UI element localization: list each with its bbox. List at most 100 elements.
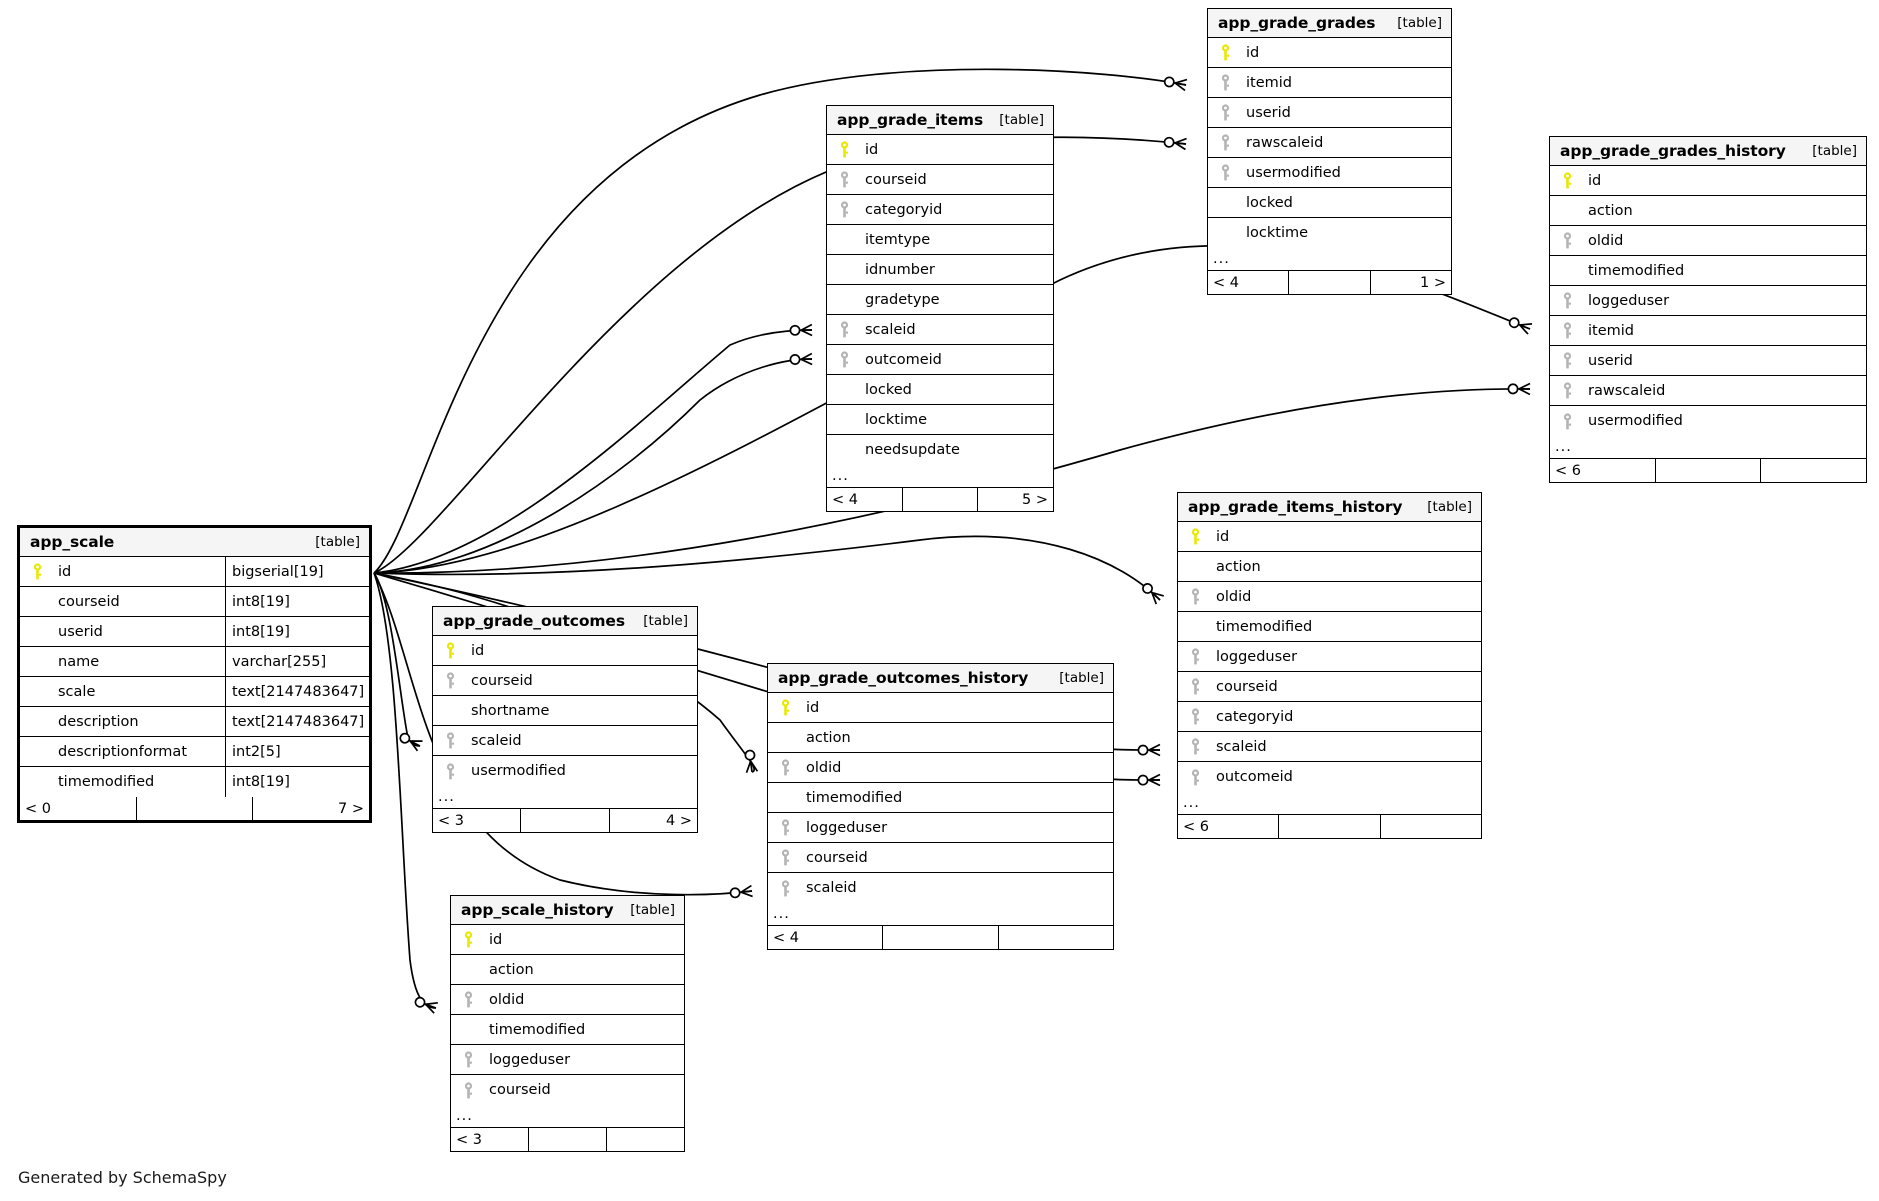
child-relation-count[interactable]: 5 > <box>1022 491 1049 508</box>
table-header-app_grade_outcomes[interactable]: app_grade_outcomes[table] <box>433 607 697 636</box>
table-row[interactable]: usermodified <box>1550 406 1866 436</box>
table-row[interactable]: id <box>768 693 1113 723</box>
table-row[interactable]: id <box>1178 522 1481 552</box>
table-row[interactable]: shortname <box>433 696 697 726</box>
table-row[interactable]: scaleid <box>433 726 697 756</box>
table-row[interactable]: oldid <box>768 753 1113 783</box>
column-key-slot <box>26 563 48 580</box>
table-row[interactable]: loggeduser <box>1178 642 1481 672</box>
parent-relation-count[interactable]: < 6 <box>1178 815 1280 838</box>
table-row[interactable]: oldid <box>451 985 684 1015</box>
table-row[interactable]: action <box>451 955 684 985</box>
table-row[interactable]: id <box>451 925 684 955</box>
parent-relation-count[interactable]: < 4 <box>1208 271 1290 294</box>
table-row[interactable]: courseid <box>827 165 1053 195</box>
table-row[interactable]: categoryid <box>827 195 1053 225</box>
column-name: usermodified <box>471 763 566 779</box>
child-relation-count[interactable]: 4 > <box>666 812 692 829</box>
parent-relation-count[interactable]: < 6 <box>1550 459 1656 482</box>
child-relation-count[interactable]: 7 > <box>338 800 365 817</box>
table-row[interactable]: id <box>1550 166 1866 196</box>
table-row[interactable]: locked <box>827 375 1053 405</box>
column-cell: id <box>1550 166 1866 195</box>
table-header-app_scale_history[interactable]: app_scale_history[table] <box>451 896 684 925</box>
table-row[interactable]: oldid <box>1550 226 1866 256</box>
child-relation-count[interactable] <box>999 926 1113 949</box>
table-row[interactable]: gradetype <box>827 285 1053 315</box>
table-header-app_grade_grades_history[interactable]: app_grade_grades_history[table] <box>1550 137 1866 166</box>
table-row[interactable]: action <box>1178 552 1481 582</box>
table-row[interactable]: locktime <box>1208 218 1451 248</box>
table-row[interactable]: id <box>1208 38 1451 68</box>
table-row[interactable]: id <box>433 636 697 666</box>
parent-relation-count[interactable]: < 3 <box>433 809 522 832</box>
table-row[interactable]: userid <box>1550 346 1866 376</box>
table-header-app_grade_grades[interactable]: app_grade_grades[table] <box>1208 9 1451 38</box>
table-row[interactable]: itemid <box>1550 316 1866 346</box>
table-row[interactable]: rawscaleid <box>1208 128 1451 158</box>
parent-relation-count[interactable]: < 3 <box>451 1128 529 1151</box>
column-name: description <box>58 713 139 730</box>
child-relation-count[interactable] <box>1761 459 1866 482</box>
table-row[interactable]: categoryid <box>1178 702 1481 732</box>
column-cell: categoryid <box>827 195 1053 224</box>
table-row[interactable]: userid <box>1208 98 1451 128</box>
table-row[interactable]: oldid <box>1178 582 1481 612</box>
table-row[interactable]: scaleid <box>768 873 1113 903</box>
table-row[interactable]: courseid <box>433 666 697 696</box>
table-header-app_grade_outcomes_history[interactable]: app_grade_outcomes_history[table] <box>768 664 1113 693</box>
table-row[interactable]: action <box>768 723 1113 753</box>
table-row[interactable]: outcomeid <box>827 345 1053 375</box>
table-header-app_scale[interactable]: app_scale[table] <box>20 528 369 557</box>
table-row[interactable]: needsupdate <box>827 435 1053 465</box>
parent-relation-count[interactable]: < 4 <box>768 926 884 949</box>
table-header-app_grade_items_history[interactable]: app_grade_items_history[table] <box>1178 493 1481 522</box>
table-row[interactable]: usermodified <box>433 756 697 786</box>
table-row[interactable]: courseid <box>768 843 1113 873</box>
table-row[interactable]: outcomeid <box>1178 762 1481 792</box>
parent-relation-count[interactable]: < 0 <box>20 797 137 820</box>
table-row[interactable]: itemid <box>1208 68 1451 98</box>
table-row[interactable]: id <box>827 135 1053 165</box>
table-row[interactable]: rawscaleid <box>1550 376 1866 406</box>
column-key-slot <box>1184 738 1206 755</box>
table-row[interactable]: loggeduser <box>1550 286 1866 316</box>
table-row[interactable]: courseid <box>451 1075 684 1105</box>
table-row[interactable]: timemodified <box>451 1015 684 1045</box>
table-row[interactable]: locktime <box>827 405 1053 435</box>
table-row[interactable]: loggeduser <box>768 813 1113 843</box>
child-relation-count[interactable]: 1 > <box>1420 274 1446 291</box>
child-relation-count[interactable] <box>1381 815 1481 838</box>
table-row[interactable]: usermodified <box>1208 158 1451 188</box>
table-row[interactable]: locked <box>1208 188 1451 218</box>
child-relation-count[interactable] <box>607 1128 684 1151</box>
table-row[interactable]: timemodified <box>1178 612 1481 642</box>
table-row[interactable]: action <box>1550 196 1866 226</box>
table-row[interactable]: idnumber <box>827 255 1053 285</box>
table-row[interactable]: itemtype <box>827 225 1053 255</box>
table-header-app_grade_items[interactable]: app_grade_items[table] <box>827 106 1053 135</box>
table-row[interactable]: timemodified <box>768 783 1113 813</box>
table-row[interactable]: scaleid <box>1178 732 1481 762</box>
table-row[interactable]: loggeduser <box>451 1045 684 1075</box>
table-row[interactable]: courseid <box>1178 672 1481 702</box>
table-row[interactable]: timemodified <box>1550 256 1866 286</box>
parent-relation-count[interactable]: < 4 <box>827 488 903 511</box>
table-row[interactable]: scaleid <box>827 315 1053 345</box>
